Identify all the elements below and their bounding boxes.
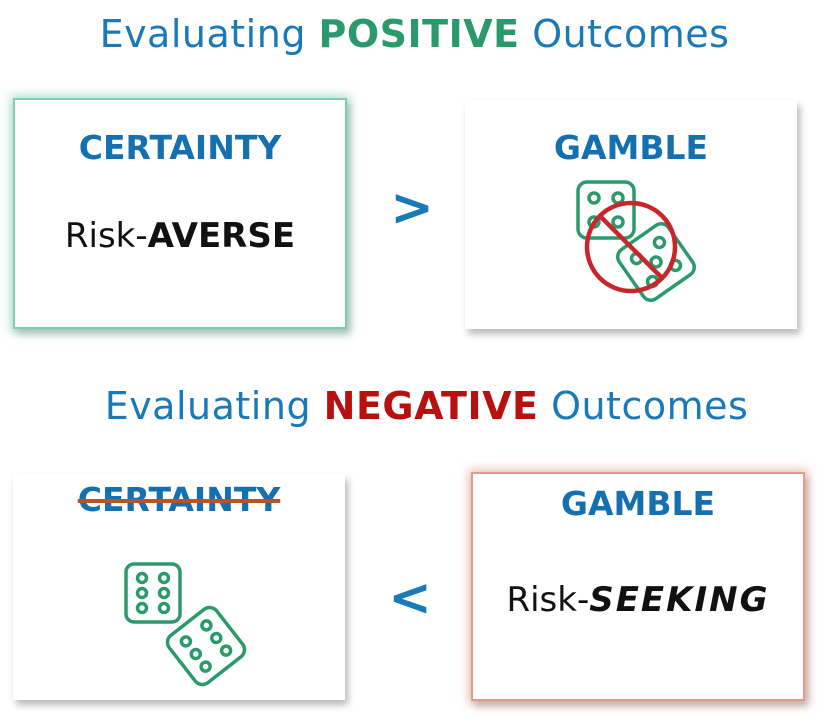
negative-heading-emphasis: NEGATIVE <box>323 384 539 428</box>
greater-than-symbol: > <box>390 178 434 238</box>
risk-averse-label: AVERSE <box>147 216 296 256</box>
negative-heading: Evaluating NEGATIVE Outcomes <box>12 384 829 428</box>
positive-certainty-text: Risk-AVERSE <box>15 216 345 256</box>
negative-gamble-card: GAMBLE Risk-SEEKING <box>471 472 805 701</box>
negative-certainty-title-struck: CERTAINTY <box>77 480 281 519</box>
risk-prefix: Risk- <box>64 216 148 256</box>
less-than-symbol: < <box>388 568 432 628</box>
positive-gamble-title: GAMBLE <box>553 128 709 167</box>
no-sign-icon <box>584 200 678 294</box>
positive-heading-emphasis: POSITIVE <box>318 12 520 56</box>
negative-gamble-title: GAMBLE <box>560 484 716 523</box>
negative-heading-pre: Evaluating <box>104 384 324 428</box>
positive-certainty-title: CERTAINTY <box>78 128 282 167</box>
negative-heading-post: Outcomes <box>538 384 749 428</box>
positive-heading: Evaluating POSITIVE Outcomes <box>0 12 829 56</box>
risk-prefix: Risk- <box>506 580 590 620</box>
positive-certainty-card: CERTAINTY Risk-AVERSE <box>13 98 347 329</box>
risk-seeking-label: SEEKING <box>589 580 770 620</box>
positive-heading-post: Outcomes <box>519 12 730 56</box>
dice-icon <box>124 562 247 687</box>
negative-gamble-text: Risk-SEEKING <box>473 580 803 620</box>
positive-heading-pre: Evaluating <box>99 12 319 56</box>
